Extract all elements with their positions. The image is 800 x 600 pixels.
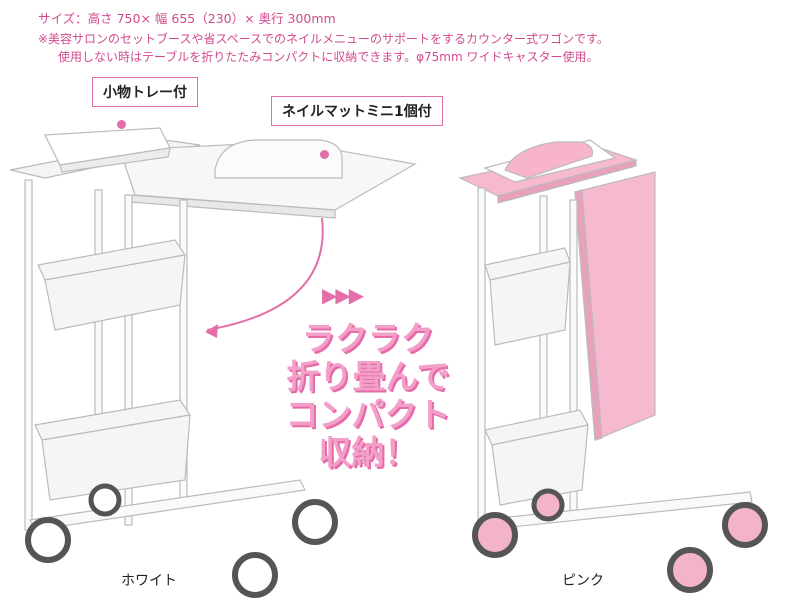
callout-mat-dot	[320, 150, 329, 159]
spec-note-line2: 使用しない時はテーブルを折りたたみコンパクトに収納できます。φ75mm ワイドキ…	[58, 50, 599, 64]
fold-arrow	[206, 217, 324, 331]
slogan-line: ラクラク	[302, 319, 434, 358]
spec-size: サイズ：高さ 750× 幅 655（230）× 奥行 300mm	[38, 11, 336, 26]
slogan-line: 折り畳んで	[286, 357, 450, 396]
callout-mat: ネイルマットミニ1個付	[271, 96, 443, 126]
slogan-line: 収納！	[318, 433, 418, 472]
white-upper-basket	[37, 239, 187, 331]
pink-casters	[472, 488, 768, 593]
white-casters	[25, 483, 338, 598]
slogan-line: コンパクト	[285, 395, 451, 434]
callout-tray: 小物トレー付	[92, 77, 198, 107]
caption-pink: ピンク	[562, 573, 604, 589]
white-nail-mat	[214, 139, 343, 179]
white-wagon	[9, 127, 417, 598]
triple-arrow: ▶▶▶	[322, 283, 364, 307]
callout-tray-dot	[117, 120, 126, 129]
slogan: ラクラク 折り畳んで コンパクト 収納！	[268, 320, 468, 472]
fold-arrowhead	[205, 324, 218, 338]
spec-note-line1: ※美容サロンのセットブースや省スペースでのネイルメニューのサポートをするカウンタ…	[38, 32, 609, 46]
white-lower-basket	[34, 399, 192, 501]
pink-nail-mat	[504, 141, 594, 179]
caption-white: ホワイト	[121, 573, 177, 589]
pink-wagon	[458, 139, 768, 593]
